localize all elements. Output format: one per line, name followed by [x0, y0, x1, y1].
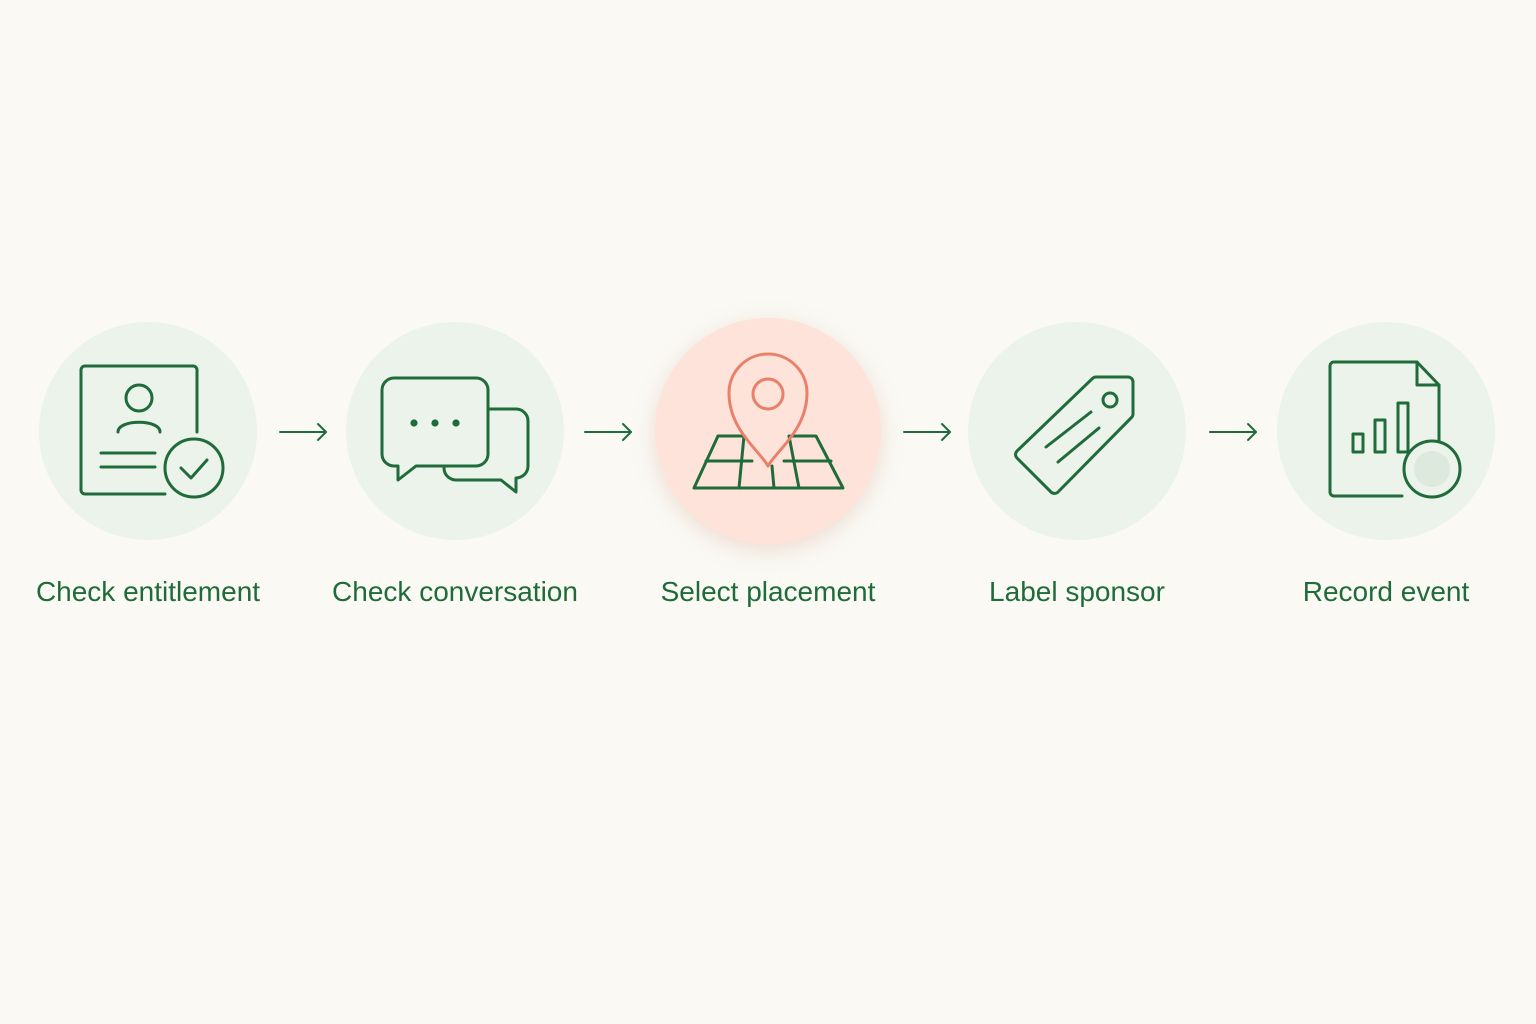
chat-bubbles-icon [380, 376, 530, 494]
map-pin-icon [692, 352, 845, 490]
arrow-icon [278, 418, 330, 446]
step-circle [968, 322, 1186, 540]
arrow-icon [583, 418, 635, 446]
step-label: Check entitlement [35, 576, 261, 607]
step-circle [1277, 322, 1495, 540]
step-label: Select placement [660, 576, 876, 607]
step-label: Label sponsor [989, 576, 1165, 607]
arrow-icon [902, 418, 954, 446]
step-circle [39, 322, 257, 540]
chart-document-icon [1328, 360, 1462, 499]
step-circle-highlighted [655, 318, 881, 544]
step-label: Check conversation [332, 576, 578, 607]
tag-icon [1014, 375, 1135, 495]
step-circle [346, 322, 564, 540]
profile-check-icon [79, 364, 225, 499]
step-label: Record event [1302, 576, 1470, 607]
arrow-icon [1208, 418, 1260, 446]
